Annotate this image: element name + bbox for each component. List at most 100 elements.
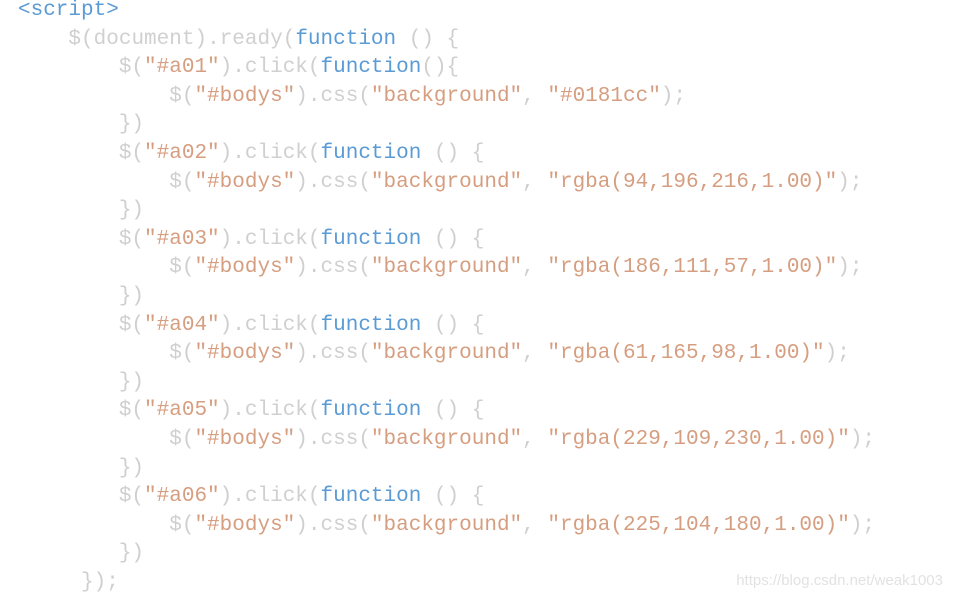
code-token: ); [849, 427, 876, 451]
code-token: "rgba(61,165,98,1.00)" [547, 342, 825, 366]
code-token: css [320, 84, 359, 108]
code-token: ( [307, 56, 321, 80]
code-line: $("#a03").click(function () { [18, 226, 875, 255]
code-indent [18, 342, 169, 365]
code-token: () { [421, 399, 485, 423]
code-indent [18, 285, 119, 308]
code-token: "background" [370, 84, 523, 108]
code-indent [18, 542, 119, 565]
code-token: $( [169, 256, 195, 280]
code-token: $( [169, 84, 195, 108]
code-token: , [522, 84, 548, 108]
code-token: click [244, 485, 308, 509]
code-line: $("#bodys").css("background", "rgba(225,… [18, 512, 875, 541]
code-token: $( [118, 56, 145, 80]
code-token: ( [307, 141, 321, 165]
code-indent [18, 113, 119, 136]
code-token: }) [118, 199, 145, 223]
code-token: "#bodys" [194, 84, 296, 108]
code-token: ); [660, 84, 687, 108]
code-token: "#a01" [144, 56, 220, 80]
code-line: $("#bodys").css("background", "#0181cc")… [18, 83, 875, 112]
code-token: ( [307, 485, 321, 509]
code-token: () { [421, 313, 485, 337]
code-indent [18, 371, 119, 394]
code-token: $( [118, 399, 145, 423]
code-token: "#a03" [144, 227, 220, 251]
code-token: }) [118, 542, 145, 566]
watermark-text: https://blog.csdn.net/weak1003 [736, 572, 943, 589]
code-token: function [320, 141, 422, 165]
code-token: click [244, 399, 308, 423]
code-token: click [244, 56, 308, 80]
code-token: "#bodys" [194, 256, 296, 280]
code-line: }) [18, 455, 875, 484]
code-line: $(document).ready(function () { [18, 26, 875, 55]
code-line: }) [18, 540, 875, 569]
code-token: () { [396, 27, 460, 51]
code-token: ). [295, 513, 321, 537]
code-line: $("#a04").click(function () { [18, 312, 875, 341]
code-token: ). [295, 256, 321, 280]
code-token: "#0181cc" [547, 84, 661, 108]
code-token: ). [219, 485, 245, 509]
code-token: "#a04" [144, 313, 220, 337]
code-token: }) [118, 456, 145, 480]
code-token: ). [194, 27, 220, 51]
code-token: $( [118, 485, 145, 509]
code-token: $( [169, 513, 195, 537]
code-line: }) [18, 197, 875, 226]
code-token: function [320, 399, 422, 423]
code-indent [18, 171, 169, 194]
code-token: , [522, 342, 548, 366]
code-token: ( [358, 513, 371, 537]
code-token: css [320, 513, 359, 537]
code-token: $( [68, 27, 94, 51]
code-token: }) [118, 113, 145, 137]
code-token: function [320, 227, 422, 251]
code-indent [18, 199, 119, 222]
code-indent [18, 228, 119, 251]
code-indent [18, 142, 119, 165]
code-indent [18, 28, 68, 51]
code-indent [18, 514, 169, 537]
code-token: css [320, 256, 359, 280]
code-token: }) [118, 284, 145, 308]
code-token: function [295, 27, 397, 51]
code-token: ); [849, 513, 876, 537]
code-token: "background" [370, 256, 523, 280]
code-token: "background" [370, 427, 523, 451]
code-line: $("#a02").click(function () { [18, 140, 875, 169]
code-token: "rgba(225,104,180,1.00)" [547, 513, 850, 537]
code-token: <script> [18, 0, 119, 22]
code-token: "background" [370, 513, 523, 537]
code-token: $( [118, 141, 145, 165]
code-token: , [522, 427, 548, 451]
code-token: ( [307, 313, 321, 337]
code-indent [18, 457, 119, 480]
code-token: , [522, 513, 548, 537]
code-token: function [320, 56, 422, 80]
code-token: ). [295, 427, 321, 451]
code-token: ); [837, 256, 863, 280]
code-token: ); [837, 170, 863, 194]
code-token: "#bodys" [194, 342, 296, 366]
code-token: ( [358, 170, 371, 194]
code-line: $("#bodys").css("background", "rgba(229,… [18, 426, 875, 455]
code-token: ). [295, 170, 321, 194]
code-token: $( [169, 427, 195, 451]
code-indent [18, 571, 81, 594]
code-line: $("#bodys").css("background", "rgba(186,… [18, 254, 875, 283]
code-token: () { [421, 485, 485, 509]
code-token: "#a06" [144, 485, 220, 509]
code-token: "rgba(229,109,230,1.00)" [547, 427, 850, 451]
code-token: ( [307, 227, 321, 251]
code-token: function [320, 485, 422, 509]
code-line: }) [18, 369, 875, 398]
code-indent [18, 85, 169, 108]
code-token: "#a02" [144, 141, 220, 165]
code-token: click [244, 227, 308, 251]
code-token: $( [169, 170, 195, 194]
code-line: }) [18, 111, 875, 140]
code-indent [18, 428, 169, 451]
